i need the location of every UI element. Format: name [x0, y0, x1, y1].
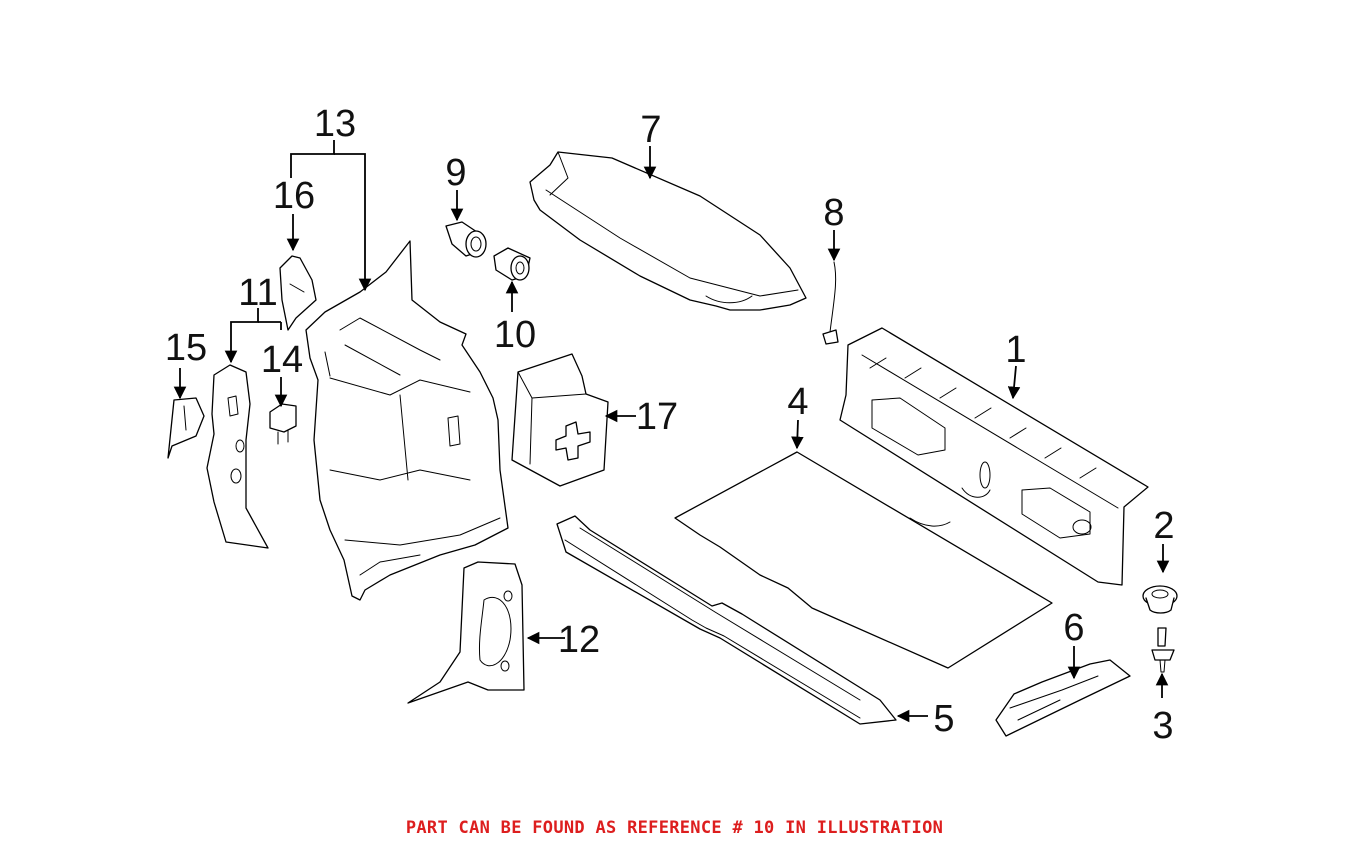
callout-numbers: 1 2 3 4 5 6 7 8 9 10 11 12 13 14 15 16 1…: [165, 103, 1175, 747]
callout-17: 17: [636, 396, 678, 438]
part-10-lighter-plug: [493, 247, 531, 281]
part-6-bracket: [995, 659, 1131, 737]
callout-10: 10: [494, 314, 536, 356]
callout-16: 16: [273, 175, 315, 217]
part-5-sill-trim: [556, 515, 897, 725]
part-8-strap: [822, 261, 839, 345]
callout-14: 14: [261, 339, 303, 381]
callout-5: 5: [933, 698, 954, 740]
callout-11: 11: [238, 272, 277, 314]
callout-4: 4: [787, 381, 808, 423]
part-3-clip: [1151, 627, 1175, 673]
callout-1: 1: [1005, 329, 1026, 371]
part-16-upper-trim: [279, 255, 317, 331]
part-13-side-trim-panel: [305, 240, 509, 601]
part-15-small-trim: [167, 397, 205, 459]
part-7-parcel-shelf: [529, 151, 807, 311]
callout-15: 15: [165, 327, 207, 369]
callout-2: 2: [1153, 505, 1174, 547]
part-4-floor-mat: [674, 451, 1053, 669]
part-12-lower-pillar-cover: [407, 561, 525, 704]
callout-12: 12: [558, 619, 600, 661]
callout-9: 9: [445, 152, 466, 194]
part-11-pillar-trim: [206, 364, 269, 549]
part-17-first-aid-kit: [511, 353, 609, 487]
callout-6: 6: [1063, 607, 1084, 649]
callout-3: 3: [1152, 705, 1173, 747]
part-1-rear-trim-panel: [839, 327, 1149, 586]
callout-7: 7: [640, 109, 661, 151]
callout-13: 13: [314, 103, 356, 145]
part-2-grommet: [1142, 585, 1178, 614]
part-14-clip: [269, 403, 297, 445]
part-9-socket: [445, 221, 487, 258]
leader-lines: [173, 140, 1170, 723]
footer-note: PART CAN BE FOUND AS REFERENCE # 10 IN I…: [405, 818, 944, 838]
callout-8: 8: [823, 192, 844, 234]
